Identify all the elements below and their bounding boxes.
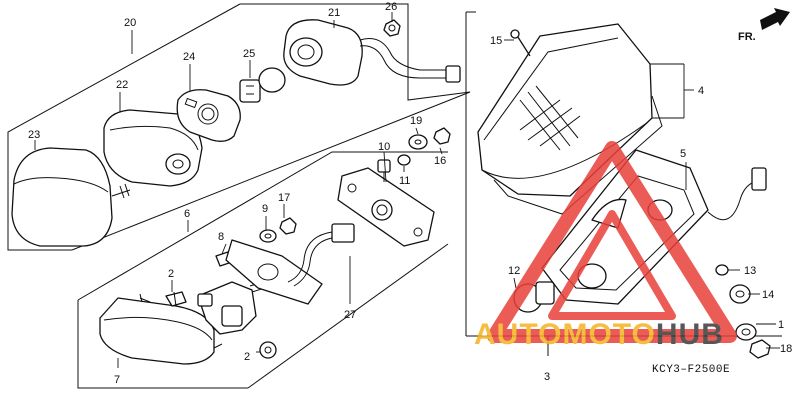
callout-20: 20 [124, 17, 136, 29]
callout-7: 7 [114, 374, 120, 386]
callout-5: 5 [680, 148, 686, 160]
callout-6: 6 [184, 208, 190, 220]
callout-12: 12 [508, 265, 520, 277]
callout-3: 3 [544, 371, 550, 383]
front-direction-label: FR. [738, 31, 756, 43]
license-bracket-plate [225, 239, 323, 305]
callout-26: 26 [385, 1, 397, 13]
callout-8: 8 [218, 231, 224, 243]
part-14-collar [729, 284, 751, 304]
callout-21: 21 [328, 7, 340, 19]
callout-17: 17 [278, 192, 290, 204]
callout-2-upper: 2 [168, 268, 174, 280]
part-7-license-lens [99, 293, 223, 365]
watermark-auto: AUTO [474, 318, 562, 351]
group-20-outline [7, 3, 471, 251]
watermark-moto: MOTO [562, 318, 655, 351]
part-13-grommet [715, 264, 729, 276]
part-1-washer [735, 323, 757, 341]
callout-2-lower: 2 [244, 351, 250, 363]
group-6-outline [77, 151, 449, 389]
part-23-lens [11, 147, 131, 247]
callout-13: 13 [744, 265, 756, 277]
callout-9: 9 [262, 203, 268, 215]
part-27-connector [287, 223, 355, 287]
callout-11: 11 [399, 175, 410, 187]
part-10-bolt [377, 159, 391, 182]
part-21-socket [283, 19, 461, 86]
part-25-bulb [239, 67, 286, 103]
callout-10: 10 [378, 141, 390, 153]
svg-text:AUTOMOTOHUB: AUTOMOTOHUB [474, 318, 724, 351]
callout-15: 15 [490, 35, 502, 47]
part-22-housing [103, 109, 203, 187]
front-direction-arrow-icon [760, 8, 790, 30]
callout-14: 14 [762, 289, 774, 301]
callout-16: 16 [434, 155, 446, 167]
callout-27: 27 [344, 309, 356, 321]
callout-labels: 20 22 23 24 25 21 26 6 7 2 2 8 9 17 27 1… [28, 1, 792, 386]
part-26-nut [383, 19, 401, 37]
part-16-nut [433, 127, 451, 145]
part-15-screw [510, 29, 531, 57]
callout-24: 24 [183, 51, 195, 63]
part-17-nut [279, 217, 297, 235]
callout-22: 22 [116, 79, 128, 91]
watermark-logo: AUTOMOTOHUB [474, 141, 737, 351]
part-24-gasket [176, 89, 241, 142]
diagram-code: KCY3–F2500E [652, 364, 730, 376]
part-19-washer [408, 134, 428, 150]
callout-23: 23 [28, 129, 40, 141]
callout-1: 1 [778, 319, 784, 331]
lens-hatching [519, 85, 581, 151]
callout-4: 4 [698, 85, 704, 97]
callout-19: 19 [410, 115, 422, 127]
callout-25: 25 [243, 48, 255, 60]
reflector-plate [337, 167, 435, 247]
part-11-collar [397, 154, 411, 166]
watermark-hub: HUB [656, 318, 724, 351]
part-18-nut [749, 339, 771, 359]
callout-18: 18 [780, 343, 792, 355]
part-2-clip-upper [165, 291, 187, 307]
part-9-washer [259, 229, 277, 243]
part-2-clip-lower [259, 341, 277, 359]
leader-lines [34, 12, 780, 368]
